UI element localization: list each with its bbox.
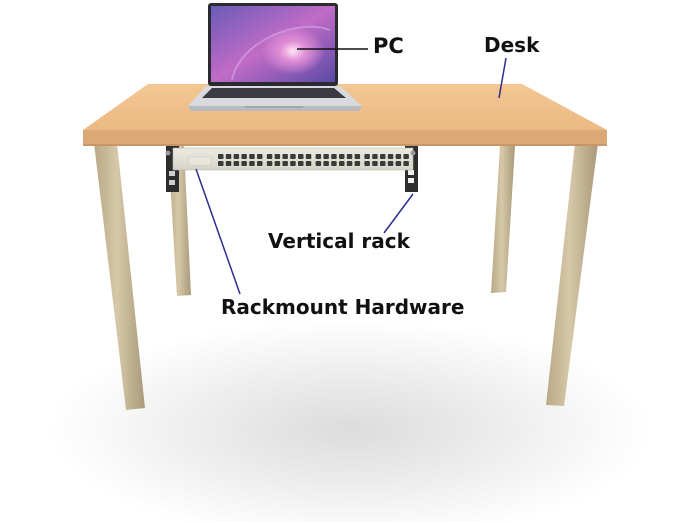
patch-panel: [165, 147, 416, 171]
vertical-rack-pointer-line: [383, 193, 414, 234]
label-desk: Desk: [484, 33, 540, 57]
label-rackmount-hardware: Rackmount Hardware: [221, 295, 465, 319]
label-vertical-rack: Vertical rack: [268, 229, 410, 253]
label-pc: PC: [373, 34, 404, 58]
patch-ports: [218, 154, 409, 166]
back-right-leg: [491, 146, 515, 293]
laptop: [188, 3, 362, 111]
desk-pointer-line: [498, 57, 507, 99]
front-right-leg: [546, 143, 598, 406]
rackmount-pointer-line: [195, 168, 241, 295]
front-left-leg: [94, 143, 145, 410]
